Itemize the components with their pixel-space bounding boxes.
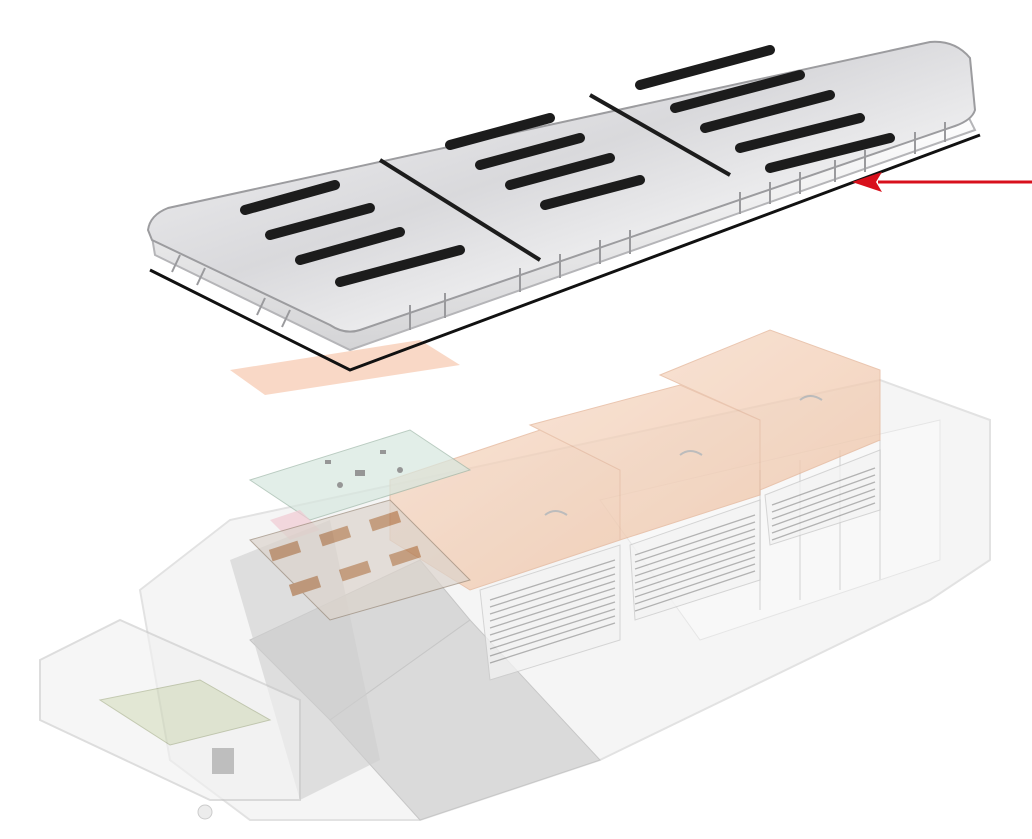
vent-slot [670,70,805,113]
top-cover [146,40,981,372]
vent-slot [445,113,555,150]
vent-slot [700,90,835,133]
module-rib [771,502,876,541]
lid-shadow-edge [149,133,981,372]
vent-slot [540,175,645,210]
module-rib [634,514,756,556]
module-rib [634,556,756,598]
vent-slot [505,153,615,190]
module-rib [771,467,876,506]
lid-divider-2 [589,93,731,177]
module-rib [634,528,756,570]
module-rib [771,474,876,513]
module-2 [528,384,761,621]
module-rib [489,587,616,629]
module-rib [489,566,616,608]
module-rib [489,608,616,650]
module-rib [489,594,616,636]
module-rib [489,573,616,615]
lid-side-ribs [171,122,946,330]
module-3 [658,329,881,546]
module-rib [771,488,876,527]
module-rib [489,615,616,657]
vent-slot [295,227,405,265]
module-rib [634,549,756,591]
module-rib [489,580,616,622]
arrow-head-icon [852,172,882,192]
module-rib [771,495,876,534]
module-rib [489,622,616,664]
module-rib [489,559,616,601]
callout-arrow [852,172,1032,192]
module-rib [634,563,756,605]
vent-slot [240,180,340,215]
module-rib [634,521,756,563]
module-rib [489,601,616,643]
vent-slot [735,113,865,153]
lid-top-surface [146,40,977,333]
lid-divider-1 [378,158,542,262]
module-rib [634,570,756,612]
terminal-bus-bars [249,499,471,621]
vent-slots [240,45,895,287]
module-rib [634,542,756,584]
junction-box [39,618,301,820]
vent-slot [765,133,895,173]
vent-slot [265,203,375,240]
vent-slot [335,245,465,287]
vent-slot [475,133,585,170]
module-rib [771,481,876,520]
module-rib [634,535,756,577]
vent-slot [635,45,775,90]
